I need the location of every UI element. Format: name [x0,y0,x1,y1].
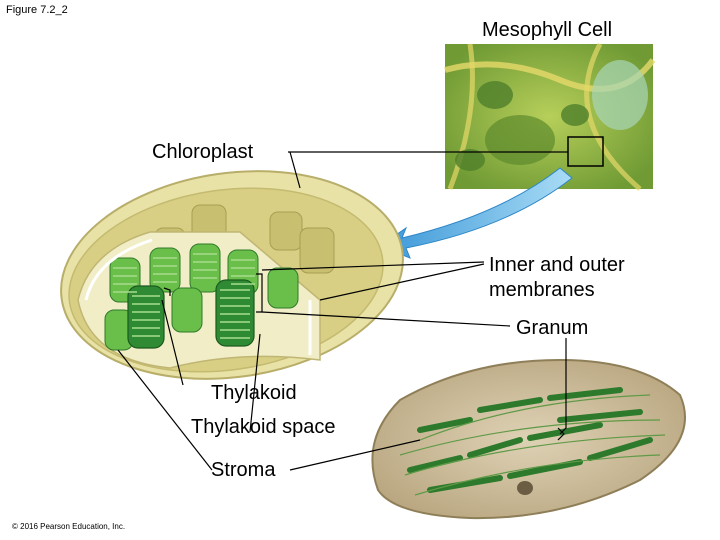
leader-inner-membrane [261,261,485,271]
chloroplast-illustration [60,170,404,380]
label-thylakoid-space: Thylakoid space [191,416,336,438]
brackets [163,273,565,441]
copyright-notice: © 2016 Pearson Education, Inc. [12,522,126,531]
leader-stroma-micrograph [289,439,421,471]
mesophyll-micrograph [444,42,656,191]
leader-outer-membrane [319,263,485,301]
label-granum: Granum [516,317,589,339]
label-stroma: Stroma [211,459,276,481]
leader-thylakoid [161,299,184,386]
leader-lines [117,151,568,471]
label-thylakoid: Thylakoid [211,382,297,404]
label-inner-outer-membranes: Inner and outer membranes [489,254,625,301]
figure-id: Figure 7.2_2 [6,4,68,16]
label-chloroplast: Chloroplast [152,141,254,163]
leader-granum-drawing [261,311,511,327]
leader-thylakoid-space [249,333,261,433]
leader-stroma-drawing [117,349,213,471]
chloroplast-micrograph [371,358,686,520]
label-mesophyll-cell: Mesophyll Cell [482,19,613,41]
